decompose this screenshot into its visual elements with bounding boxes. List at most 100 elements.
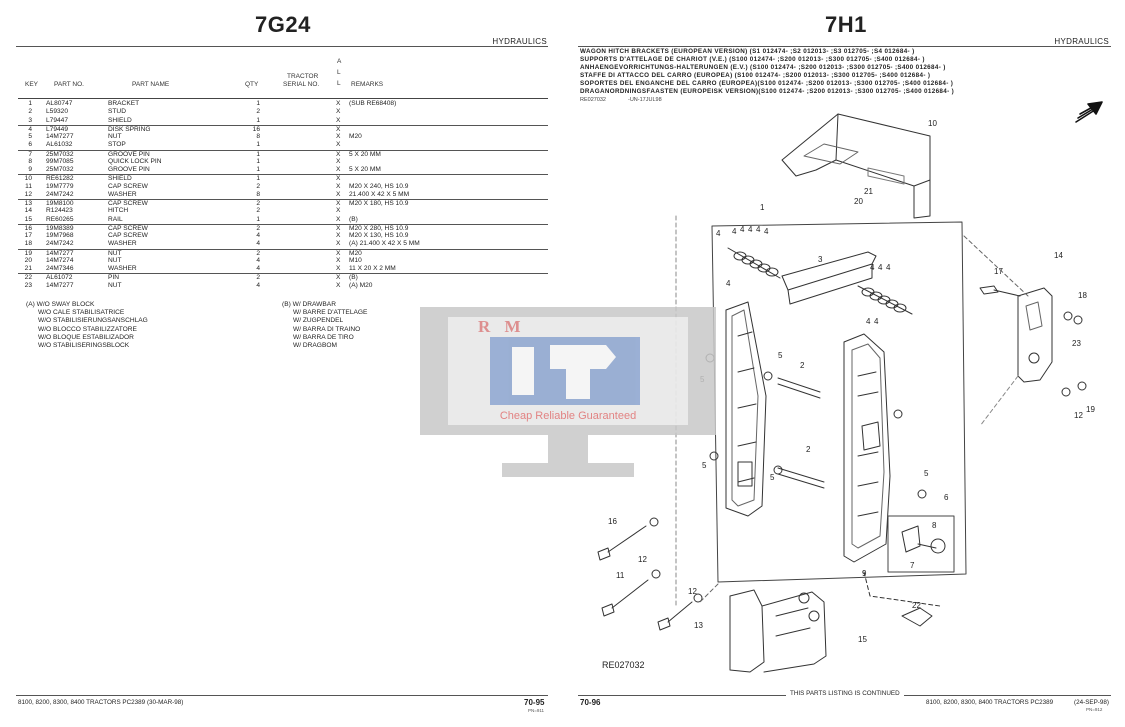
cell-name: HITCH	[108, 207, 129, 215]
cell-rem: M10	[349, 256, 362, 264]
callout-5d: 5	[770, 473, 775, 482]
callout-8: 8	[932, 521, 937, 530]
cell-all: X	[336, 125, 341, 133]
callout-4g: 4	[726, 279, 731, 288]
cell-all: X	[336, 232, 341, 239]
cell-all: X	[336, 240, 341, 248]
cell-key: 7	[28, 150, 32, 158]
cell-name: NUT	[108, 281, 122, 289]
cell-key: 3	[28, 116, 32, 124]
cell-part: AL80747	[46, 100, 73, 107]
page-number: 70-95	[524, 698, 545, 707]
cell-rem: (A) 21.400 X 42 X 5 MM	[349, 240, 420, 248]
cell-key: 1	[28, 100, 32, 107]
cell-all: X	[336, 224, 341, 232]
stop-plate-part-3	[781, 251, 877, 305]
caption-french: SUPPORTS D'ATTELAGE DE CHARIOT (V.E.) (S…	[580, 56, 925, 63]
cell-qty: 2	[256, 274, 260, 282]
notes-a: (A) W/O SWAY BLOCK W/O CALE STABILISATRI…	[26, 301, 148, 350]
footer-rule	[16, 695, 548, 696]
col-header-all-a: A	[337, 58, 342, 65]
stud-part-2	[777, 377, 825, 489]
cell-rem: (A) M20	[349, 281, 373, 289]
cell-qty: 2	[256, 207, 260, 215]
col-header-all-l2: L	[337, 80, 341, 87]
cell-part: 14M7274	[46, 256, 74, 264]
callout-15: 15	[858, 635, 867, 644]
cell-key: 13	[24, 200, 32, 207]
notes-b: (B) W/ DRAWBAR W/ BARRE D'ATTELAGE W/ ZU…	[282, 301, 367, 350]
col-header-part-name: PART NAME	[132, 81, 170, 88]
cell-all: X	[336, 157, 341, 165]
cell-qty: 2	[256, 182, 260, 190]
cell-all: X	[336, 175, 341, 183]
cell-rem: M20 X 180, HS 10.9	[349, 200, 409, 207]
callout-4f: 4	[764, 227, 769, 236]
cell-name: PIN	[108, 274, 119, 282]
note-line: W/ ZUGPENDEL	[293, 317, 344, 325]
cell-key: 9	[28, 166, 32, 173]
cell-name: SHIELD	[108, 116, 132, 124]
lock-pin-assembly	[887, 515, 955, 573]
cell-all: X	[336, 108, 341, 116]
callout-4c: 4	[740, 225, 745, 234]
hitch-part-14	[1017, 287, 1053, 383]
diagram-code: RE027032	[602, 660, 645, 670]
cell-key: 2	[28, 108, 32, 116]
cell-key: 10	[24, 175, 32, 183]
cell-part: 14M7277	[46, 249, 74, 257]
forward-arrow-icon	[1075, 101, 1103, 123]
disk-spring-stack-left	[727, 247, 781, 279]
callout-21: 21	[864, 187, 873, 196]
cell-name: RAIL	[108, 215, 123, 223]
cell-part: 99M7085	[46, 157, 74, 165]
callout-4i: 4	[878, 263, 883, 272]
callout-4l: 4	[874, 317, 879, 326]
caption-english: WAGON HITCH BRACKETS (EUROPEAN VERSION) …	[580, 48, 915, 55]
cell-qty: 4	[256, 256, 260, 264]
right-page: 7H1 HYDRAULICS WAGON HITCH BRACKETS (EUR…	[568, 0, 1125, 727]
cell-all: X	[336, 274, 341, 282]
caption-swedish: DRAGANORDNINGSFAASTEN (EUROPEISK VERSION…	[580, 88, 955, 95]
callout-11: 11	[616, 571, 625, 580]
callout-18: 18	[1078, 291, 1087, 300]
cell-qty: 1	[256, 175, 260, 183]
cell-key: 5	[28, 133, 32, 140]
cell-qty: 2	[256, 224, 260, 232]
callout-5b: 5	[778, 351, 783, 360]
note-line: W/ BARRA DE TIRO	[293, 333, 354, 341]
cell-qty: 4	[256, 240, 260, 248]
cell-key: 22	[24, 274, 32, 282]
callout-7: 7	[910, 561, 915, 570]
callout-4k: 4	[866, 317, 871, 326]
cell-part: 19M8389	[46, 224, 74, 232]
callout-4h: 4	[870, 263, 875, 272]
footer-text: 8100, 8200, 8300, 8400 TRACTORS PC2389	[926, 699, 1054, 706]
cell-part: 14M7277	[46, 281, 74, 289]
cell-qty: 4	[256, 265, 260, 272]
caption-german: ANHAENGEVORRICHTUNGS-HALTERUNGEN (E.V.) …	[580, 64, 946, 71]
callout-5c: 5	[702, 461, 707, 470]
cell-name: BRACKET	[108, 100, 140, 107]
cell-rem: M20	[349, 249, 362, 257]
cell-key: 21	[24, 265, 32, 272]
note-line: W/O CALE STABILISATRICE	[38, 309, 125, 317]
page-title-7g24: 7G24	[255, 12, 311, 37]
col-header-all-l1: L	[337, 69, 341, 76]
cell-name: WASHER	[108, 190, 137, 198]
cell-part: 14M7277	[46, 133, 74, 140]
cell-all: X	[336, 133, 341, 140]
cell-qty: 2	[256, 249, 260, 257]
cell-key: 16	[24, 224, 32, 232]
